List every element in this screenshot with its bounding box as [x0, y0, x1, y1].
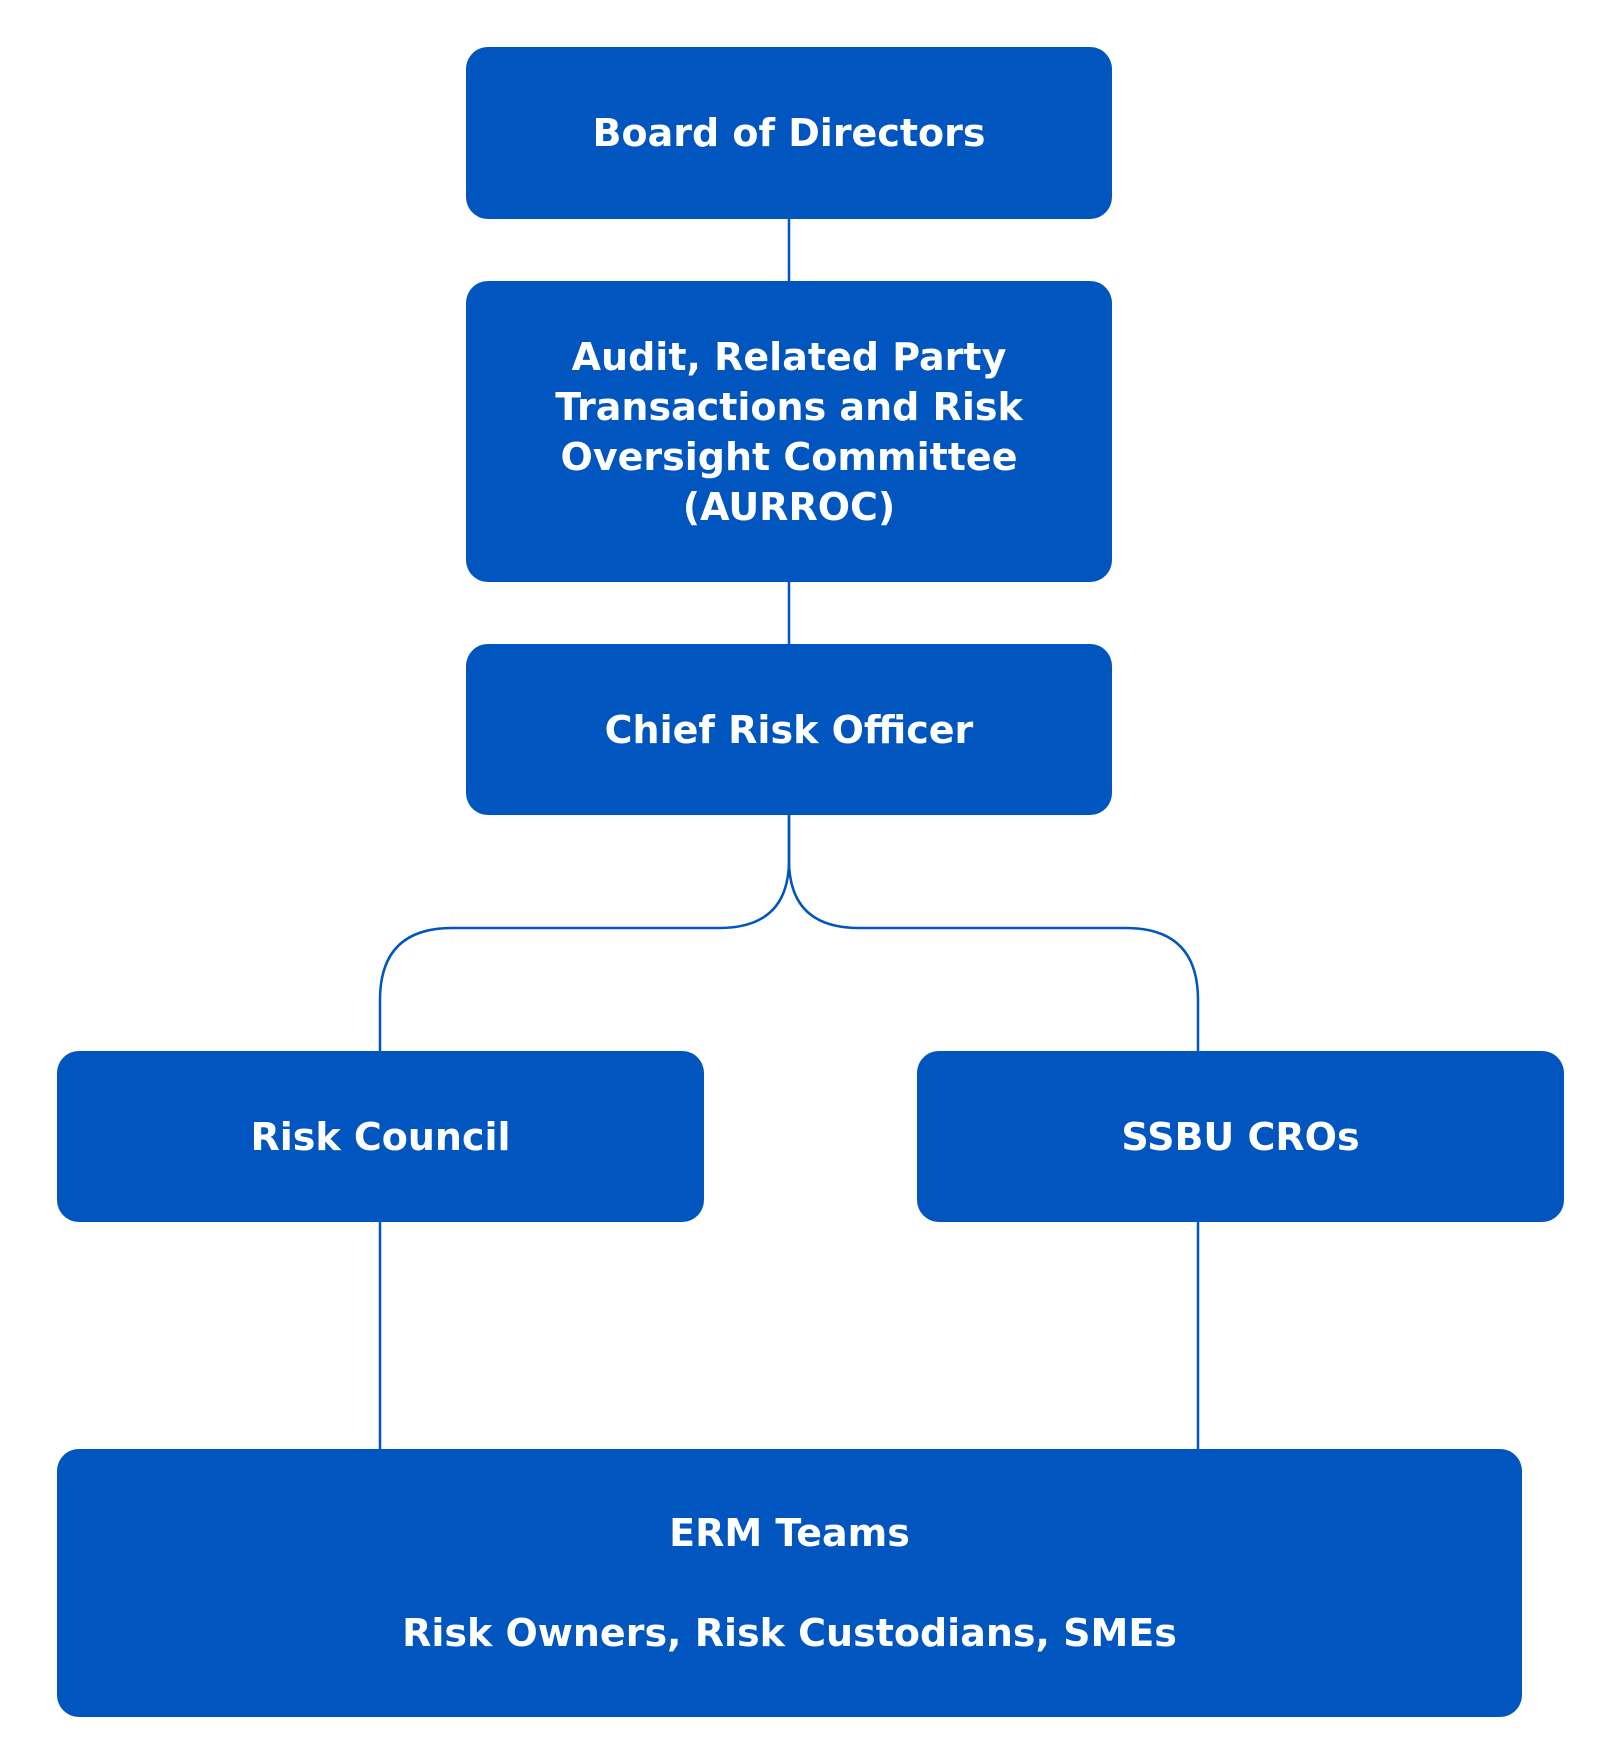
node-risk-council: Risk Council — [57, 1051, 704, 1222]
node-aurroc: Audit, Related Party Transactions and Ri… — [466, 281, 1112, 582]
node-erm-teams: ERM Teams Risk Owners, Risk Custodians, … — [57, 1449, 1522, 1717]
node-label: Board of Directors — [592, 111, 986, 155]
node-label: Risk Council — [250, 1114, 511, 1159]
node-title: ERM Teams — [669, 1511, 910, 1555]
node-board-of-directors: Board of Directors — [466, 47, 1112, 219]
connector-cro-ssbu — [787, 815, 1200, 1051]
node-chief-risk-officer: Chief Risk Officer — [466, 644, 1112, 815]
node-label-line: (AURROC) — [682, 484, 896, 529]
node-ssbu-cros: SSBU CROs — [917, 1051, 1564, 1222]
node-label-line: Transactions and Risk — [555, 384, 1023, 429]
node-subtitle: Risk Owners, Risk Custodians, SMEs — [402, 1611, 1177, 1655]
node-label-line: Audit, Related Party — [571, 334, 1007, 379]
node-label: Chief Risk Officer — [604, 707, 974, 752]
connector-cro-council — [378, 815, 791, 1051]
node-label: SSBU CROs — [1121, 1114, 1360, 1159]
node-label-line: Oversight Committee — [560, 434, 1018, 479]
